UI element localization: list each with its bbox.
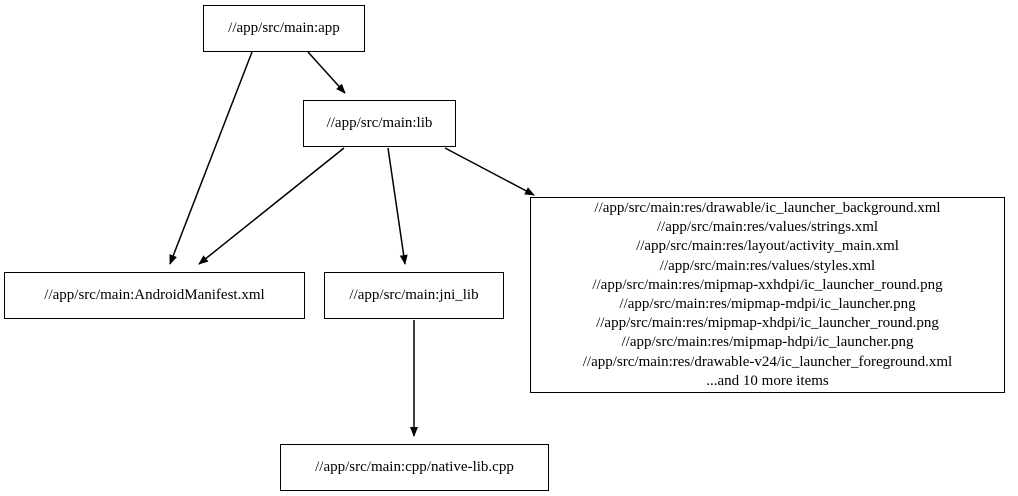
node-jni-lib[interactable]: //app/src/main:jni_lib <box>324 272 504 319</box>
edge-app-to-androidmanifest <box>169 51 253 265</box>
node-jni-lib-label: //app/src/main:jni_lib <box>349 287 479 303</box>
node-lib[interactable]: //app/src/main:lib <box>303 100 456 147</box>
node-app-label: //app/src/main:app <box>228 20 340 36</box>
edge-app-to-lib <box>307 51 346 94</box>
edge-lib-to-jnilib <box>387 147 408 265</box>
edge-lib-to-androidmanifest <box>198 147 345 265</box>
edge-lib-to-resources <box>444 147 535 196</box>
node-app[interactable]: //app/src/main:app <box>203 5 365 52</box>
node-native-lib-cpp[interactable]: //app/src/main:cpp/native-lib.cpp <box>280 444 549 491</box>
node-resources[interactable]: //app/src/main:res/drawable/ic_launcher_… <box>530 197 1005 393</box>
node-androidmanifest-label: //app/src/main:AndroidManifest.xml <box>44 287 265 303</box>
node-native-lib-cpp-label: //app/src/main:cpp/native-lib.cpp <box>315 459 514 475</box>
node-resources-label: //app/src/main:res/drawable/ic_launcher_… <box>582 199 953 389</box>
node-androidmanifest[interactable]: //app/src/main:AndroidManifest.xml <box>4 272 305 319</box>
node-lib-label: //app/src/main:lib <box>326 115 433 131</box>
